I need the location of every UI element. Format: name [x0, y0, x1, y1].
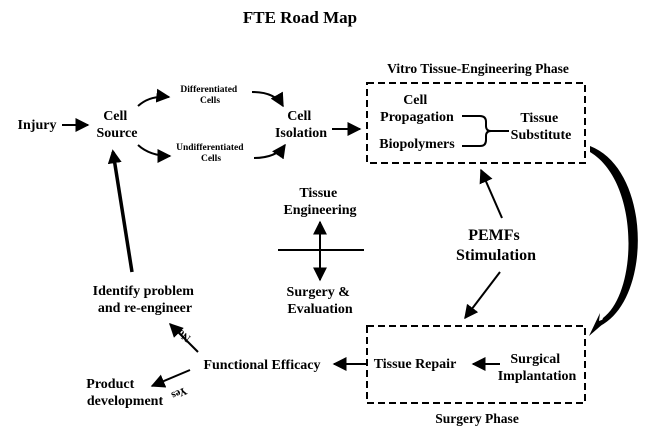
surgical-implantation-line-1: Surgical: [510, 352, 560, 367]
node-differentiated-cells: Differentiated Cells: [180, 85, 239, 106]
arrow-identify-problem-to-cell-source: [107, 149, 134, 273]
merge-brace: [462, 115, 492, 147]
arrow-undifferentiated-to-isolation: [253, 143, 286, 160]
arrow-cell-source-to-differentiated: [137, 88, 171, 107]
cell-source-line-2: Source: [97, 126, 138, 141]
surgery-phase-label: Surgery Phase: [435, 411, 519, 426]
cell-source-line-1: Cell: [103, 109, 127, 124]
pemfs-line-2: Stimulation: [456, 247, 536, 264]
identify-problem-line-2: and re-engineer: [98, 301, 192, 316]
node-identify-problem: Identify problem and re-engineer: [93, 284, 198, 316]
tissue-engineering-line-1: Tissue: [299, 186, 337, 201]
differentiated-line-1: Differentiated: [180, 85, 238, 95]
undifferentiated-line-1: Undifferentiated: [176, 143, 244, 153]
cell-propagation-line-2: Propagation: [380, 110, 454, 125]
undifferentiated-line-2: Cells: [201, 154, 221, 164]
identify-problem-line-1: Identify problem: [93, 284, 195, 299]
branch-label-yes: Yes: [169, 384, 189, 401]
surgery-phase-box: [366, 325, 586, 404]
arrow-efficacy-no-to-identify-problem: [169, 323, 199, 353]
pemfs-line-1: PEMFs: [468, 227, 520, 244]
surgery-evaluation-line-2: Evaluation: [287, 302, 353, 317]
node-pemfs-stimulation: PEMFs Stimulation: [456, 227, 536, 264]
node-tissue-engineering: Tissue Engineering: [283, 186, 356, 218]
tissue-substitute-line-2: Substitute: [511, 128, 572, 143]
node-undifferentiated-cells: Undifferentiated Cells: [176, 143, 246, 164]
arrow-pemfs-to-vitro-phase: [479, 168, 503, 219]
cell-propagation-line-1: Cell: [403, 93, 427, 108]
product-development-line-1: Product: [86, 377, 134, 392]
arrow-efficacy-yes-to-product-development: [150, 369, 191, 388]
arrow-cell-source-to-undifferentiated: [137, 144, 172, 163]
arrow-pemfs-to-surgery-phase: [464, 271, 501, 320]
tissue-substitute-line-1: Tissue: [520, 111, 558, 126]
product-development-line-2: development: [87, 394, 164, 409]
node-cell-propagation: Cell Propagation: [380, 93, 454, 125]
node-tissue-repair: Tissue Repair: [374, 357, 457, 372]
cell-isolation-line-1: Cell: [287, 109, 311, 124]
node-injury: Injury: [18, 118, 57, 133]
node-surgery-evaluation: Surgery & Evaluation: [287, 285, 354, 317]
node-cell-source: Cell Source: [97, 109, 138, 141]
node-tissue-substitute: Tissue Substitute: [511, 111, 572, 143]
diagram-title: FTE Road Map: [243, 8, 357, 27]
arrow-vitro-to-surgery-head: [589, 313, 612, 336]
arrow-vitro-to-surgery-curved: [590, 146, 638, 326]
node-functional-efficacy: Functional Efficacy: [203, 358, 320, 373]
node-biopolymers: Biopolymers: [379, 137, 455, 152]
node-cell-isolation: Cell Isolation: [275, 109, 327, 141]
surgical-implantation-line-2: Implantation: [498, 369, 577, 384]
cell-isolation-line-2: Isolation: [275, 126, 327, 141]
differentiated-line-2: Cells: [200, 96, 220, 106]
tissue-engineering-line-2: Engineering: [283, 203, 356, 218]
surgery-evaluation-line-1: Surgery &: [287, 285, 350, 300]
vitro-phase-box: [366, 82, 586, 164]
vitro-phase-label: Vitro Tissue-Engineering Phase: [387, 61, 569, 76]
node-surgical-implantation: Surgical Implantation: [498, 352, 577, 384]
arrow-differentiated-to-isolation: [251, 91, 284, 108]
branch-label-no: No: [175, 326, 193, 344]
node-product-development: Product development: [86, 377, 163, 409]
